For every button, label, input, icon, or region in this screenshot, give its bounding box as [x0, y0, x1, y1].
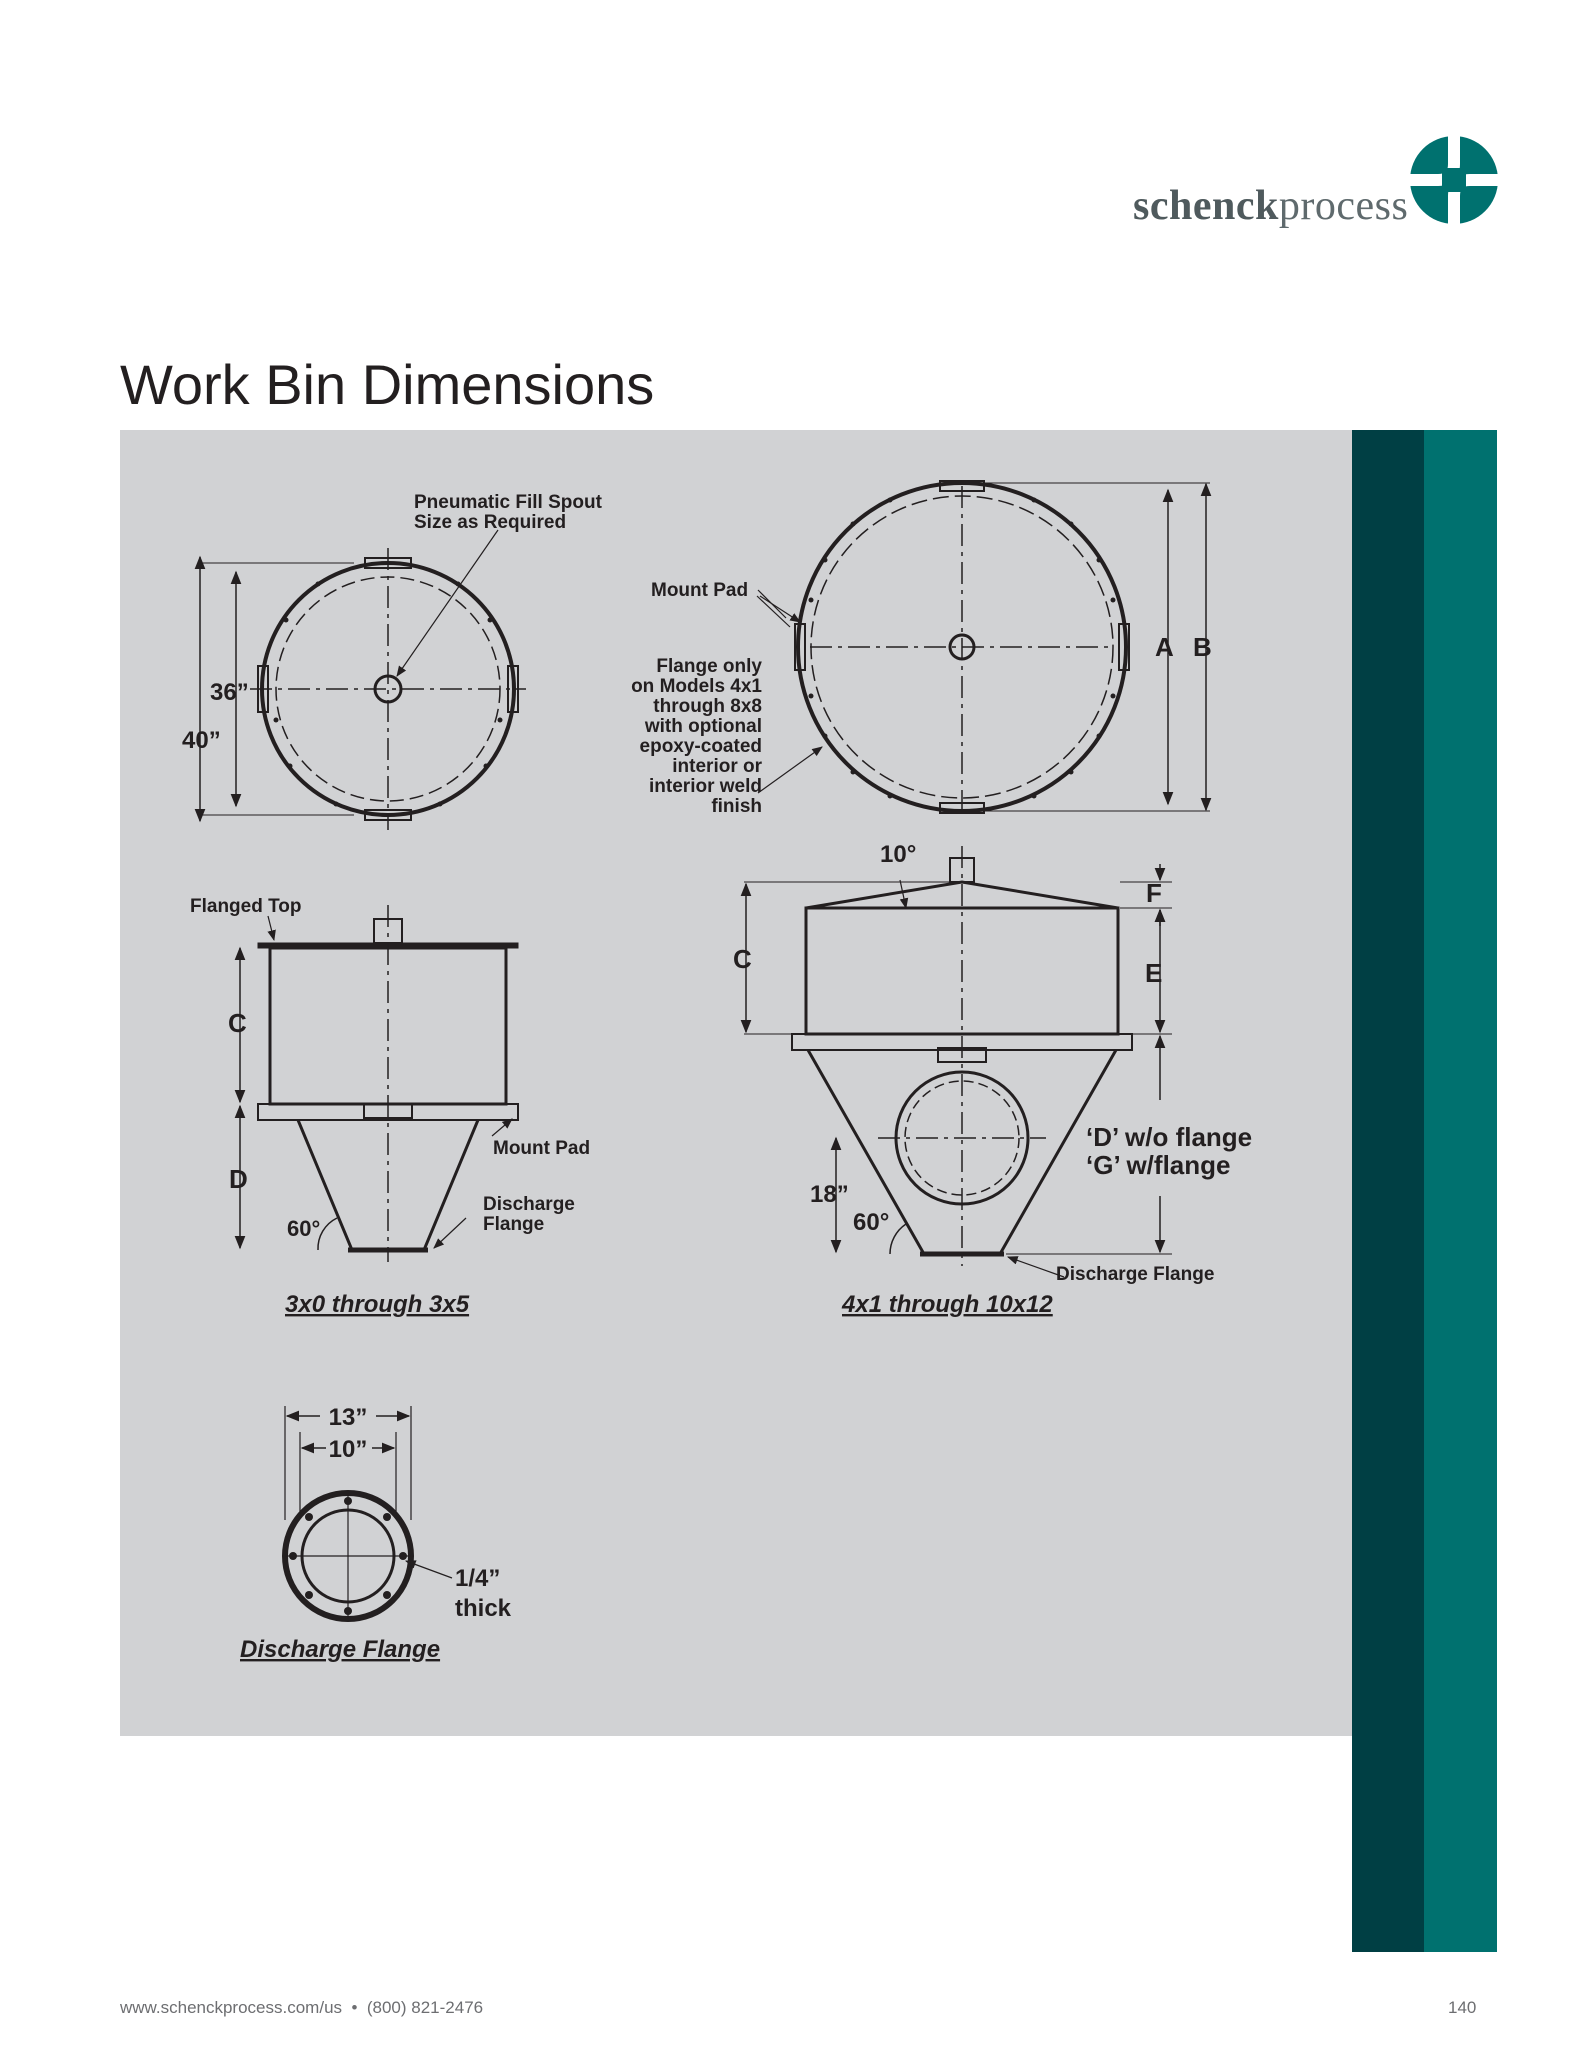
discharge-callout-line2: Flange [483, 1214, 544, 1235]
drawing-panel [120, 430, 1352, 1736]
page-title: Work Bin Dimensions [120, 353, 655, 416]
side-bar-dark [1352, 430, 1424, 1952]
dim-f-label: F [1146, 878, 1162, 908]
page-number: 140 [1448, 1998, 1477, 2017]
small-angle-label: 60° [287, 1216, 320, 1241]
flange-thickness-line2: thick [455, 1595, 512, 1622]
discharge-flange-caption: Discharge Flange [240, 1636, 440, 1663]
small-bin-caption: 3x0 through 3x5 [285, 1291, 470, 1318]
svg-text:through 8x8: through 8x8 [653, 696, 762, 717]
schenck-process-logo-icon [1410, 136, 1498, 224]
dim-d-note: ‘D’ w/o flange [1086, 1122, 1252, 1152]
large-dim-c-label: C [733, 944, 752, 974]
flange-dim-13-label: 13” [329, 1404, 368, 1431]
small-bin-side-view [234, 905, 519, 1262]
flange-note: Flange only on Models 4x1 through 8x8 wi… [631, 656, 763, 817]
flange-dim-10-label: 10” [329, 1436, 368, 1463]
dim-a-label: A [1155, 632, 1174, 662]
small-dim-c-label: C [228, 1008, 247, 1038]
dim-g-note: ‘G’ w/flange [1086, 1150, 1230, 1180]
discharge-flange-callout: Discharge Flange [1056, 1264, 1214, 1285]
small-dim-d-label: D [229, 1164, 248, 1194]
dim-36-label: 36” [210, 679, 249, 706]
mount-pad-callout-top: Mount Pad [651, 580, 748, 601]
svg-text:with optional: with optional [644, 716, 762, 737]
discharge-flange-view [282, 1406, 453, 1622]
large-bin-top-view [756, 480, 1212, 814]
svg-text:interior or: interior or [672, 756, 762, 777]
spout-callout-line2: Size as Required [414, 512, 566, 533]
large-angle-top-label: 10° [880, 841, 916, 868]
svg-text:interior weld: interior weld [649, 776, 762, 797]
svg-text:Flange only: Flange only [656, 656, 762, 677]
dim-b-label: B [1193, 632, 1212, 662]
dim-40-label: 40” [182, 727, 221, 754]
mount-pad-callout-side: Mount Pad [493, 1138, 590, 1159]
footer-contact: www.schenckprocess.com/us • (800) 821-24… [120, 1998, 484, 2017]
side-bar-teal [1424, 430, 1497, 1952]
brand-wordmark: schenckprocess [1133, 183, 1409, 229]
flanged-top-callout: Flanged Top [190, 896, 302, 917]
svg-text:on Models 4x1: on Models 4x1 [631, 676, 762, 697]
dim-e-label: E [1145, 958, 1162, 988]
svg-text:epoxy-coated: epoxy-coated [640, 736, 762, 757]
small-bin-top-view [194, 529, 526, 830]
discharge-callout-line1: Discharge [483, 1194, 575, 1215]
spout-callout-line1: Pneumatic Fill Spout [414, 492, 603, 513]
dim-18-label: 18” [810, 1181, 849, 1208]
flange-thickness-line1: 1/4” [455, 1565, 500, 1592]
large-bin-caption: 4x1 through 10x12 [841, 1291, 1053, 1318]
large-angle-bottom-label: 60° [853, 1209, 889, 1236]
svg-text:finish: finish [711, 796, 762, 817]
large-bin-side-view [740, 846, 1172, 1278]
